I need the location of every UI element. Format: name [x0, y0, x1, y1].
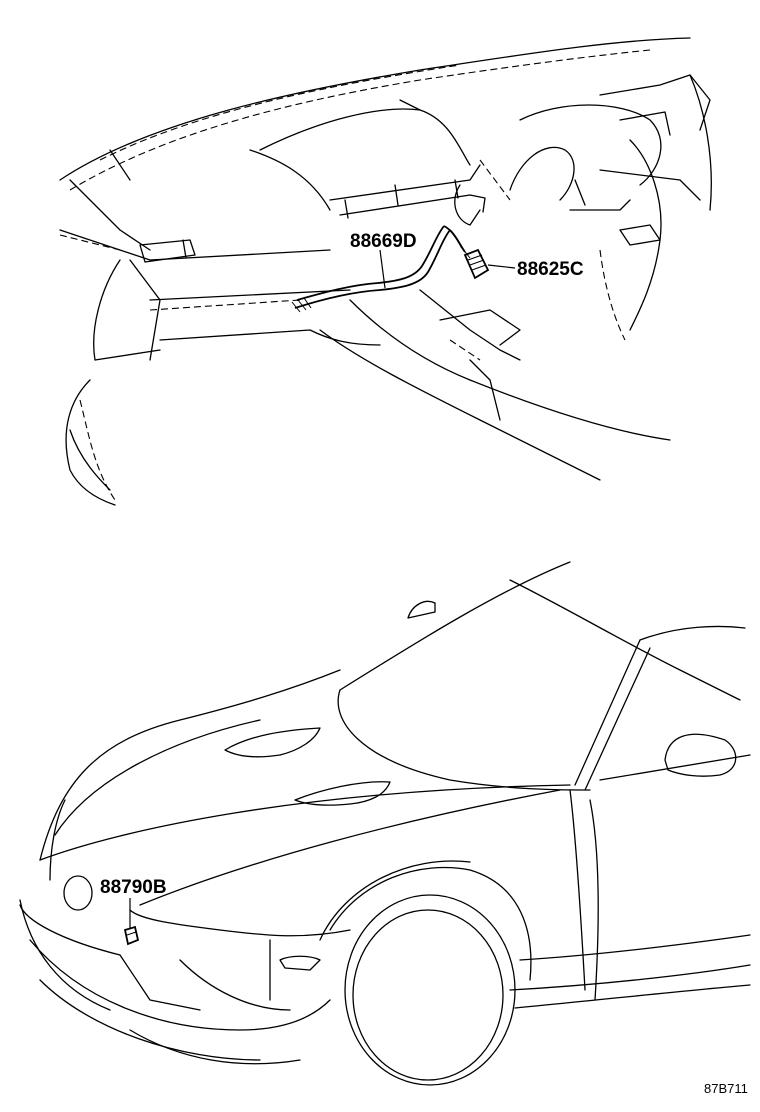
leader-88669D — [379, 249, 386, 289]
dashboard-illustration — [59, 37, 712, 506]
figure-code: 87B711 — [704, 1081, 748, 1096]
wire-harness-88669D — [291, 225, 466, 313]
label-88790B[interactable]: 88790B — [100, 877, 167, 898]
label-88669D[interactable]: 88669D — [350, 231, 417, 252]
car-illustration — [19, 561, 751, 1086]
leader-88625C — [487, 264, 516, 269]
sensor-88790B — [123, 925, 140, 946]
label-88625C[interactable]: 88625C — [517, 259, 584, 280]
connector-88625C — [461, 247, 490, 280]
